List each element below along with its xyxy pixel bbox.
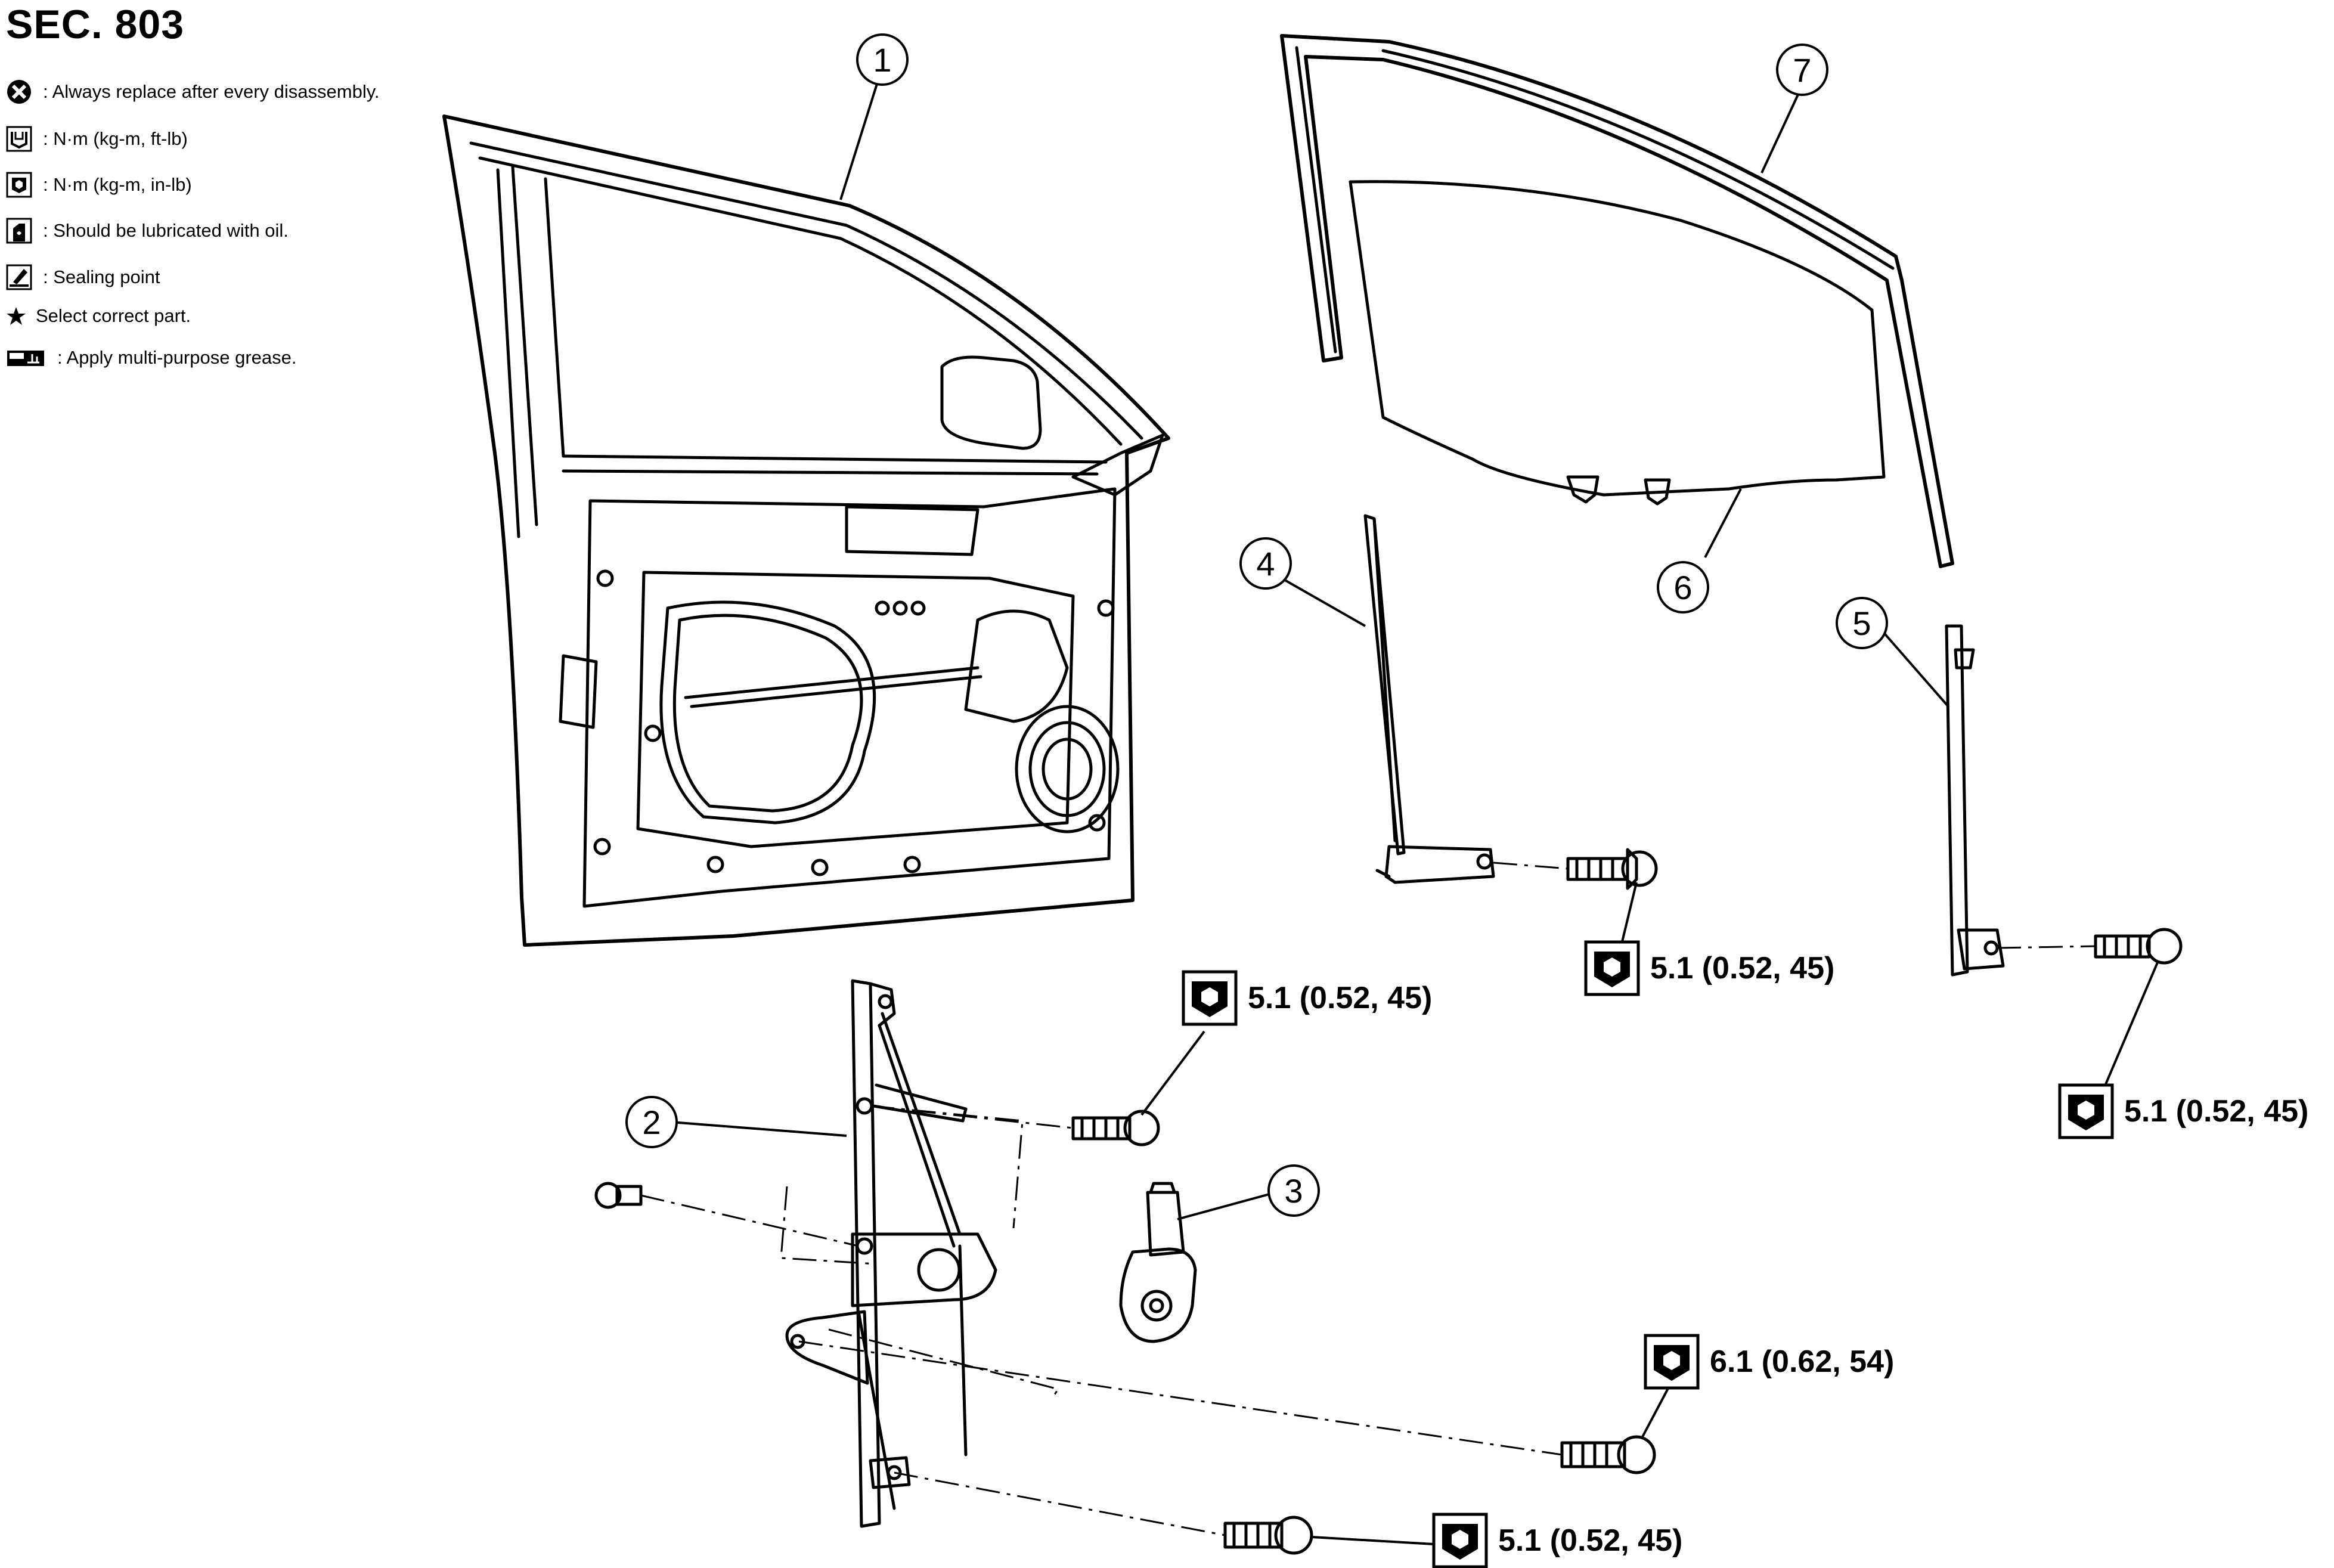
legend-text: : Sealing point	[43, 267, 160, 287]
legend-text: : Always replace after every disassembly…	[43, 81, 380, 102]
leader-lines	[655, 76, 2159, 1545]
bolt-sash-front	[1566, 848, 1658, 890]
legend-item-sealing: : Sealing point	[6, 259, 160, 295]
front-glass-sash	[1363, 514, 1495, 884]
callout-number: 2	[642, 1104, 661, 1141]
legend-text: : N·m (kg-m, in-lb)	[43, 174, 192, 195]
callout-2: 2	[625, 1096, 678, 1148]
torque-icon-regulator-lower	[1434, 1514, 1486, 1567]
callout-number: 1	[873, 41, 891, 79]
torque-spec-label: 5.1 (0.52, 45)	[1498, 1523, 1683, 1558]
front-door-panel	[442, 114, 1170, 947]
rear-glass-sash	[1945, 624, 2005, 977]
torque-icon-regulator-mid	[1645, 1335, 1698, 1388]
callout-6: 6	[1657, 561, 1709, 613]
callout-number: 4	[1256, 545, 1275, 582]
always-replace-icon	[6, 76, 37, 107]
sealing-point-icon	[6, 262, 37, 293]
bolt-regulator-upper	[1071, 1110, 1160, 1146]
legend-item-oil: : Should be lubricated with oil.	[6, 213, 289, 249]
bolt-sash-rear	[2094, 928, 2183, 965]
torque-spec-label: 5.1 (0.52, 45)	[1650, 951, 1835, 986]
callout-number: 7	[1793, 51, 1811, 89]
legend-item-torque-inlb: : N·m (kg-m, in-lb)	[6, 167, 192, 203]
legend-text: : N·m (kg-m, ft-lb)	[43, 128, 188, 149]
torque-icon-regulator-upper	[1183, 972, 1236, 1024]
legend-item-always-replace: : Always replace after every disassembly…	[6, 74, 380, 110]
bolt-regulator-lower	[1223, 1516, 1313, 1555]
torque-wrench-ftlb-icon	[6, 123, 37, 154]
legend-item-torque-ftlb: : N·m (kg-m, ft-lb)	[6, 121, 188, 157]
door-window-regulator	[785, 979, 997, 1528]
callout-number: 5	[1852, 605, 1871, 642]
torque-spec-label: 5.1 (0.52, 45)	[1248, 981, 1433, 1015]
callout-number: 6	[1673, 569, 1692, 606]
callout-7: 7	[1776, 44, 1828, 96]
regulator-motor	[1119, 1182, 1197, 1343]
door-glass-run	[1280, 34, 1954, 568]
torque-spec-label: 5.1 (0.52, 45)	[2124, 1094, 2309, 1129]
door-glass	[1349, 180, 1886, 506]
callout-5: 5	[1836, 597, 1888, 649]
legend-item-select-part: Select correct part.	[6, 298, 191, 334]
torque-icon-glass-run-rear	[2060, 1085, 2112, 1138]
legend-item-grease: : Apply multi-purpose grease.	[6, 340, 297, 376]
callout-4: 4	[1239, 537, 1292, 590]
torque-wrench-inlb-icon	[6, 169, 37, 200]
torque-spec-label: 6.1 (0.62, 54)	[1710, 1344, 1895, 1379]
star-icon	[6, 300, 30, 331]
section-title: SEC. 803	[6, 2, 185, 47]
grease-icon	[6, 342, 51, 373]
bolt-regulator-left	[594, 1182, 643, 1209]
callout-number: 3	[1284, 1172, 1303, 1210]
bolt-regulator-mid	[1560, 1435, 1656, 1474]
legend-text: : Should be lubricated with oil.	[43, 220, 289, 241]
torque-icon-glass-run-front	[1586, 942, 1638, 994]
legend-text: Select correct part.	[36, 305, 191, 326]
callout-3: 3	[1267, 1164, 1320, 1217]
callout-1: 1	[856, 33, 909, 86]
legend-text: : Apply multi-purpose grease.	[57, 347, 297, 368]
oil-can-icon	[6, 215, 37, 246]
alignment-lines	[640, 862, 2096, 1536]
